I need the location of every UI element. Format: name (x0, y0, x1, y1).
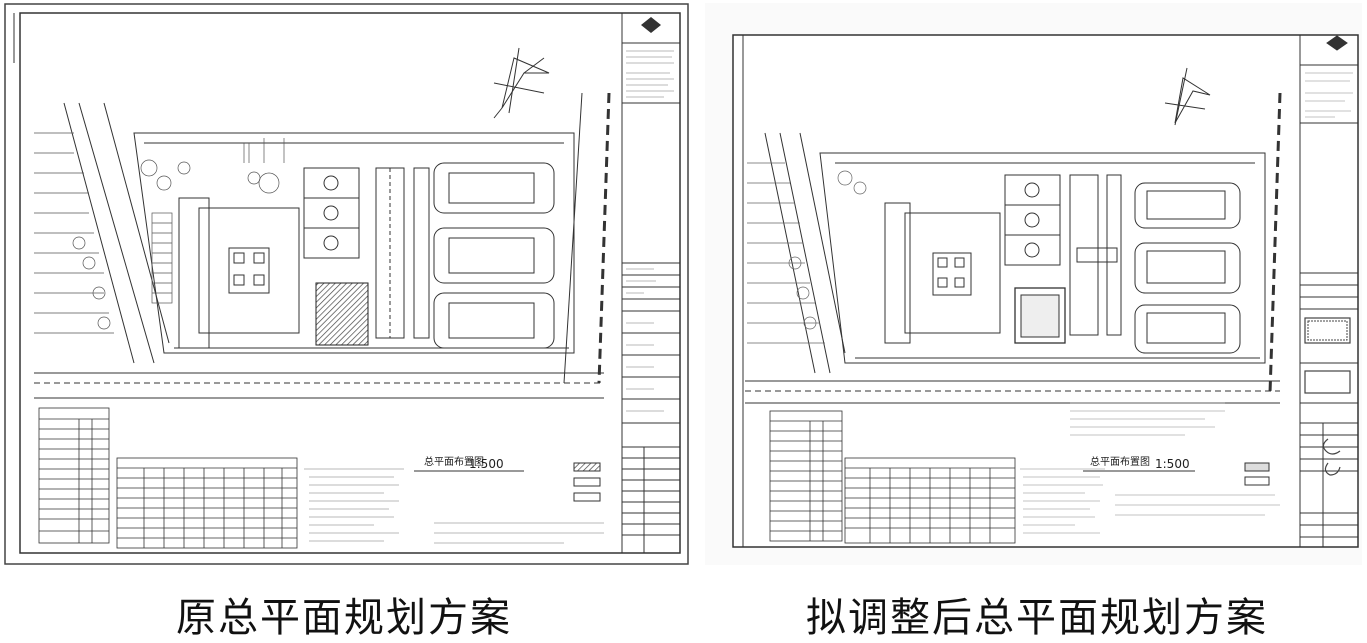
adjusted-site-plan-svg: 总平面布置图 1:500 (705, 3, 1362, 565)
title-block (621, 12, 681, 554)
dormitory-blocks (433, 162, 555, 349)
north-arrow-icon (1164, 67, 1211, 126)
adjusted-building (1014, 287, 1066, 344)
scale-ratio: 1:500 (1155, 457, 1190, 471)
building-list-table (844, 457, 1016, 544)
sports-courts (1004, 174, 1061, 266)
dormitory-blocks (1134, 182, 1241, 354)
west-landscape-strip (747, 162, 867, 344)
economic-indicator-table (769, 410, 843, 542)
caption-original-plan: 原总平面规划方案 (176, 595, 512, 641)
drawing-border (732, 34, 1359, 548)
approval-stamps (1304, 317, 1351, 476)
north-arrow-icon (493, 47, 550, 119)
sports-courts (303, 167, 360, 259)
hatched-building (315, 282, 369, 346)
design-notes (1020, 468, 1280, 534)
change-notes (1070, 402, 1225, 436)
original-site-plan-svg: 总平面布置图 1:500 (4, 3, 689, 565)
design-notes (304, 468, 604, 544)
legend (1244, 462, 1270, 486)
scale-title: 总平面布置图 (424, 455, 484, 468)
main-building (884, 202, 1001, 344)
building-list-table (116, 457, 298, 549)
caption-adjusted-plan: 拟调整后总平面规划方案 (806, 595, 1268, 641)
title-block (1299, 34, 1359, 548)
central-corridor (1069, 174, 1122, 336)
scale-ratio: 1:500 (469, 457, 504, 471)
economic-indicator-table (38, 407, 110, 544)
legend (573, 462, 601, 502)
adjusted-site-plan-drawing: 总平面布置图 1:500 (705, 3, 1362, 565)
site-boundary (34, 92, 611, 399)
scale-title: 总平面布置图 (1090, 455, 1150, 468)
west-landscape-strip (34, 132, 191, 334)
central-corridor (375, 167, 430, 339)
original-site-plan-drawing: 总平面布置图 1:500 (4, 3, 689, 565)
main-building (178, 197, 300, 349)
